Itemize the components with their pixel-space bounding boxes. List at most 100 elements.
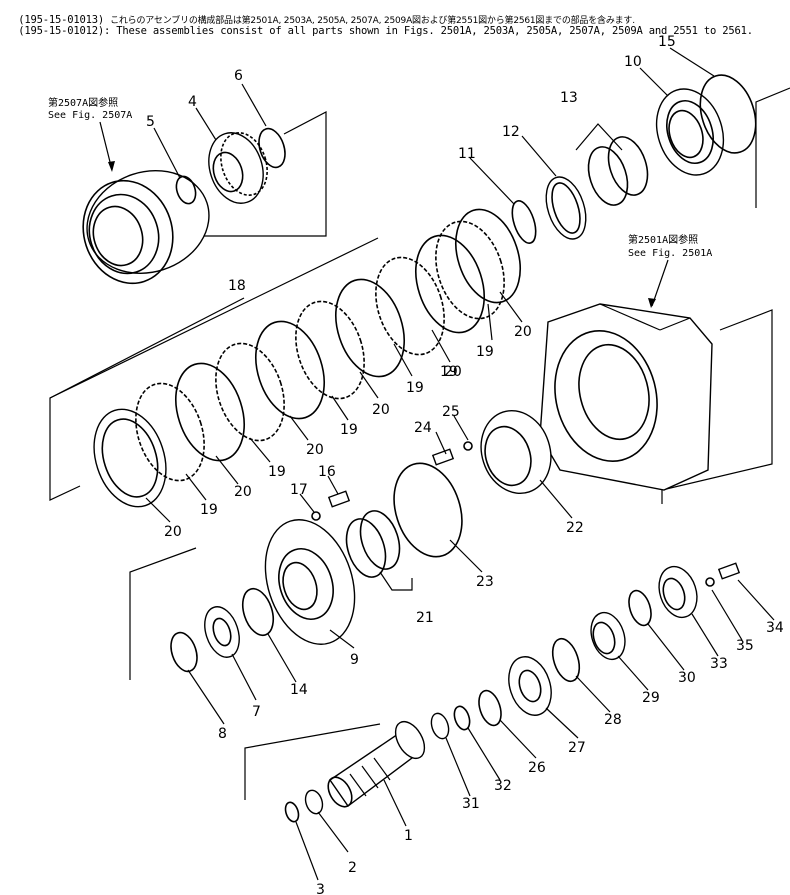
part-22-piston	[480, 409, 552, 495]
boundary-clutch-pack	[49, 237, 379, 501]
callout-20-e: 20	[234, 484, 252, 500]
callout-12: 12	[502, 124, 520, 140]
clutch-plate-20	[175, 362, 245, 462]
part-29-sleeve	[590, 611, 626, 661]
callout-19-c: 19	[340, 422, 358, 438]
callout-22: 22	[566, 520, 584, 536]
callout-19-d: 19	[268, 464, 286, 480]
part-32-snap-ring	[453, 705, 471, 731]
part-2-bearing	[304, 789, 324, 815]
part-27-bearing	[508, 656, 552, 716]
part-10-piston	[655, 88, 725, 176]
part-7-bearing	[204, 606, 240, 658]
part-24-bolt	[431, 448, 455, 466]
callout-28: 28	[604, 712, 622, 728]
boundary-housing	[661, 309, 773, 504]
part-17-washer	[311, 511, 321, 521]
callout-20-f: 20	[164, 524, 182, 540]
part-16-bolt	[327, 490, 351, 508]
callout-15: 15	[658, 34, 676, 50]
part-34-bolt	[717, 562, 741, 580]
header-text-jp: これらのアセンブリの構成部品は第2501A, 2503A, 2505A, 250…	[110, 16, 635, 26]
leader-lines	[49, 47, 775, 881]
callout-4: 4	[188, 94, 197, 110]
boundary-middle	[129, 547, 197, 680]
callout-17: 17	[290, 482, 308, 498]
transmission-housing	[539, 303, 713, 491]
callout-10: 10	[624, 54, 642, 70]
part-28-ring	[551, 637, 581, 683]
part-13-ring-b	[607, 136, 649, 196]
clutch-disc-19	[375, 256, 445, 356]
callout-20-b: 20	[444, 364, 462, 380]
callout-7: 7	[252, 704, 261, 720]
header-line-1: (195-15-01013) これらのアセンブリの構成部品は第2501A, 25…	[6, 1, 635, 26]
callout-21: 21	[416, 610, 434, 626]
callout-9: 9	[350, 652, 359, 668]
clutch-drum	[82, 170, 210, 285]
arrow-ref-2507a	[108, 161, 115, 172]
clutch-pack	[93, 208, 521, 508]
callout-1: 1	[404, 828, 413, 844]
part-25-washer	[463, 441, 473, 451]
callout-3: 3	[316, 882, 325, 895]
ref-2501a-jp: 第2501A図参照	[628, 233, 698, 246]
callout-35: 35	[736, 638, 754, 654]
callout-27: 27	[568, 740, 586, 756]
part-15-ring	[699, 74, 757, 154]
clutch-plate-20	[455, 208, 521, 304]
part-5-ring	[175, 175, 197, 205]
callout-14: 14	[290, 682, 308, 698]
header-code-2: (195-15-01012)	[18, 25, 104, 37]
boundary-lower	[244, 723, 381, 800]
callout-6: 6	[234, 68, 243, 84]
clutch-disc-19	[215, 342, 285, 442]
part-1-shaft	[327, 720, 426, 808]
part-4-gear	[208, 132, 268, 204]
callout-20-c: 20	[372, 402, 390, 418]
callout-numbers: 1 2 3 4 5 6 7 8 9 10 11 12 13 14 15 16 1…	[146, 34, 784, 895]
ref-2501a-en: See Fig. 2501A	[628, 248, 712, 259]
callout-34: 34	[766, 620, 784, 636]
callout-11: 11	[458, 146, 476, 162]
part-8-snap-ring	[170, 631, 198, 673]
ref-2507a-jp: 第2507A図参照	[48, 96, 118, 109]
part-11-snap-ring	[511, 200, 537, 244]
leader-ref-2501a	[651, 259, 669, 307]
callout-16: 16	[318, 464, 336, 480]
part-3-snap-ring	[284, 801, 300, 823]
part-21-ring-a	[345, 518, 387, 578]
callout-23: 23	[476, 574, 494, 590]
callout-31: 31	[462, 796, 480, 812]
callout-20-d: 20	[306, 442, 324, 458]
header-line-2: (195-15-01012): These assemblies consist…	[6, 13, 753, 37]
part-26-ring	[478, 689, 502, 727]
callout-13: 13	[560, 90, 578, 106]
clutch-plate-20	[93, 408, 167, 508]
callout-32: 32	[494, 778, 512, 794]
part-12-seal	[545, 176, 587, 240]
callout-30: 30	[678, 670, 696, 686]
clutch-plate-20	[415, 234, 485, 334]
part-23-ring	[393, 462, 463, 558]
callout-33: 33	[710, 656, 728, 672]
boundary-upper-right	[755, 87, 790, 208]
callout-19-e: 19	[200, 502, 218, 518]
part-33-bearing	[658, 565, 698, 619]
part-31-bearing	[430, 712, 450, 740]
clutch-disc-19	[435, 220, 505, 320]
part-21-ring-b	[359, 510, 401, 570]
part-13-ring-a	[587, 146, 629, 206]
callout-2: 2	[348, 860, 357, 876]
callout-18: 18	[228, 278, 246, 294]
header-text-en: : These assemblies consist of all parts …	[103, 25, 753, 37]
arrow-ref-2501a	[648, 298, 656, 308]
part-30-snap-ring	[628, 589, 652, 627]
part-6-ring	[258, 127, 286, 169]
clutch-disc-19	[295, 300, 365, 400]
clutch-plate-20	[255, 320, 325, 420]
callout-19-a: 19	[476, 344, 494, 360]
callout-19-f: 19	[440, 364, 458, 380]
callout-26: 26	[528, 760, 546, 776]
clutch-disc-19	[135, 382, 205, 482]
